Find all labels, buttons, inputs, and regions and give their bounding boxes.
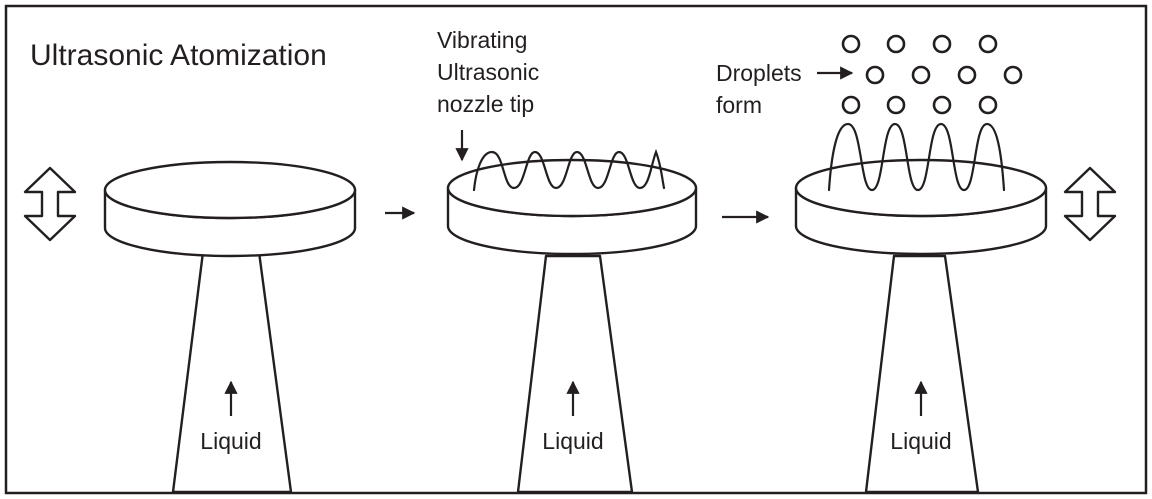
- vibration-double-arrow-left: [23, 166, 77, 242]
- droplet: [1003, 65, 1023, 85]
- droplet: [865, 65, 885, 85]
- droplet: [957, 65, 977, 85]
- droplets: [841, 34, 1023, 115]
- surface-wave: [827, 122, 1006, 192]
- droplet: [886, 34, 906, 54]
- diagram-title: Ultrasonic Atomization: [30, 39, 327, 72]
- droplet: [932, 34, 952, 54]
- nozzle-disk-top: [103, 160, 357, 220]
- nozzle-annotation-line-1: Vibrating: [437, 27, 527, 53]
- nozzle-annotation-line-3: nozzle tip: [437, 91, 534, 117]
- nozzle-disk-top: [446, 158, 698, 218]
- droplet: [978, 34, 998, 54]
- droplet: [932, 95, 952, 115]
- droplets-annotation-line-1: Droplets: [716, 60, 802, 86]
- nozzle-annotation-line-2: Ultrasonic: [437, 59, 539, 85]
- stage-vibrating: Liquid: [446, 148, 698, 494]
- droplet: [911, 65, 931, 85]
- stage-rest: Liquid: [103, 160, 357, 494]
- liquid-label: Liquid: [542, 428, 603, 454]
- droplets-annotation-line-2: form: [716, 92, 762, 118]
- nozzle-stem: [864, 254, 980, 494]
- stage-droplets: Liquid: [794, 122, 1048, 494]
- liquid-label: Liquid: [890, 428, 951, 454]
- droplet: [841, 34, 861, 54]
- surface-wave: [472, 148, 666, 192]
- droplet: [978, 95, 998, 115]
- liquid-label: Liquid: [200, 428, 261, 454]
- nozzle-stem: [516, 254, 634, 494]
- droplet: [886, 95, 906, 115]
- vibration-double-arrow-right: [1063, 166, 1117, 242]
- droplet: [841, 95, 861, 115]
